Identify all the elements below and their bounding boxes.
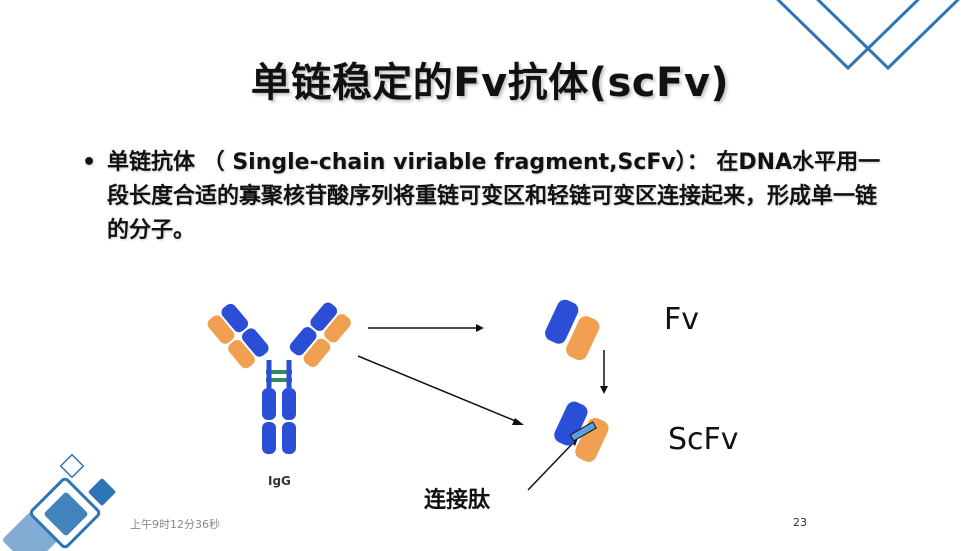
fv-fragment [545,299,600,361]
arrow-linker [527,438,578,491]
scfv-label: ScFv [668,422,739,457]
bottom-left-diamonds [2,453,116,551]
bullet-paragraph: • 单链抗体 （ Single-chain viriable fragment,… [82,146,882,248]
scfv-fragment [554,401,609,462]
linker-label: 连接肽 [424,488,491,513]
igg-label: IgG [268,474,291,488]
footer-timestamp: 上午9时12分36秒 [130,518,220,531]
slide-title: 单链稳定的Fv抗体(scFv) [250,60,730,106]
arrow-to-scfv [357,355,524,425]
top-right-diamonds [776,0,960,71]
linker-peptide [569,421,597,442]
bullet-marker: • [82,150,97,175]
page-number: 23 [793,516,807,529]
fv-label: Fv [664,302,700,337]
arrow-to-fv [368,324,484,332]
bullet-text: 单链抗体 （ Single-chain viriable fragment,Sc… [107,150,881,243]
arrow-fv-to-scfv [600,350,608,394]
igg-illustration [207,302,351,454]
